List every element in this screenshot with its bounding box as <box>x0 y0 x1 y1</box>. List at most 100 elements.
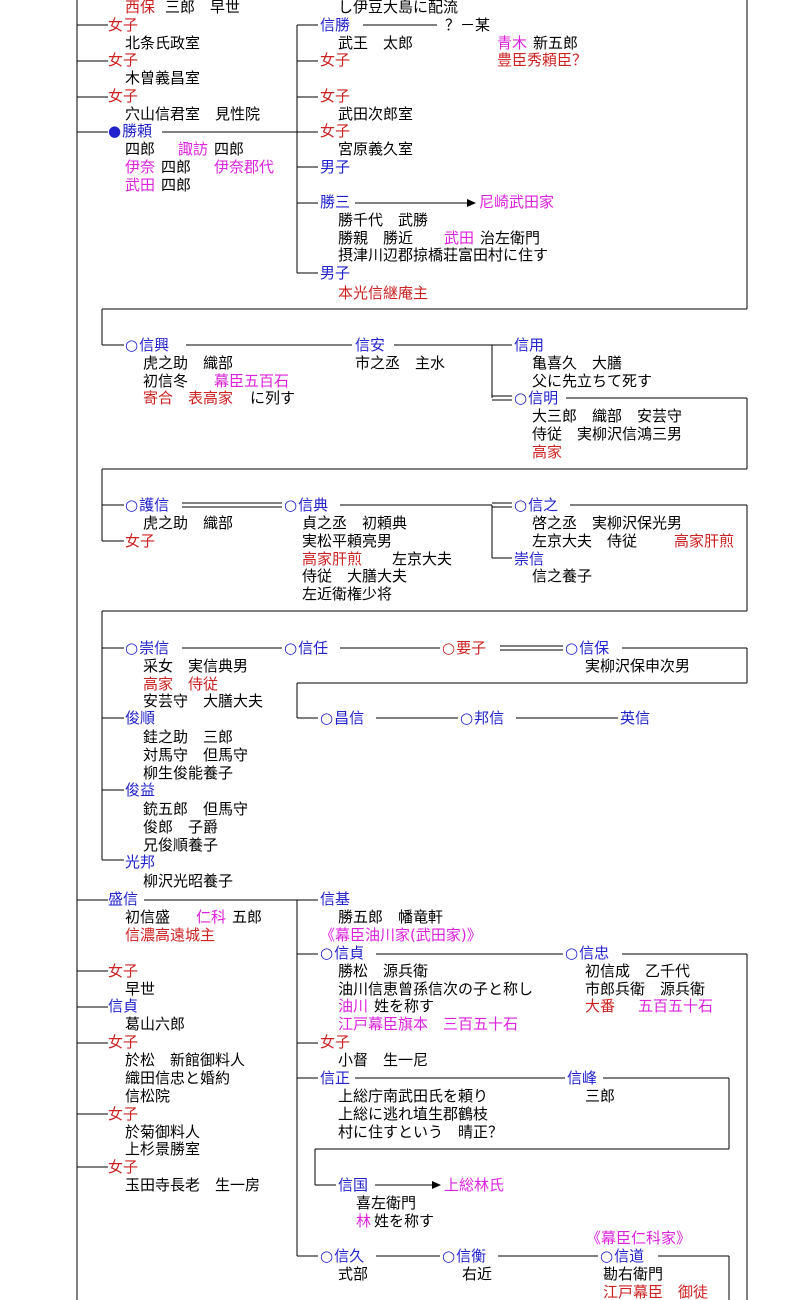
person-female: 女子 <box>125 532 156 550</box>
person-note: 宮原義久室 <box>338 140 414 158</box>
person-name: 信任 <box>284 640 328 657</box>
person-note: 実柳沢保申次男 <box>585 657 691 675</box>
person-note: 治左衛門 <box>480 229 541 247</box>
person-note: 貞之丞 初頼典 <box>302 514 408 532</box>
family-branch-label: 尼崎武田家 <box>479 193 555 211</box>
person-note: 父に先立ちて死す <box>532 372 653 390</box>
person-note: 勝親 勝近 <box>338 229 414 247</box>
person-note: 柳沢光昭養子 <box>143 872 234 890</box>
person-name: 信典 <box>284 497 328 514</box>
person-female: 女子 <box>108 1033 139 1051</box>
person-name: 男子 <box>320 264 351 282</box>
person-note: 武田 <box>444 229 475 247</box>
person-name: 勝三 <box>320 193 351 211</box>
person-note: 北条氏政室 <box>125 34 201 52</box>
person-note: 早世 <box>125 980 156 998</box>
family-branch-label: 《幕臣仁科家》 <box>586 1229 692 1247</box>
person-name: 崇信 <box>125 640 169 657</box>
person-female: 女子 <box>108 962 139 980</box>
person-note: 勝千代 武勝 <box>338 211 429 229</box>
person-name: 信保 <box>565 640 609 657</box>
person-note: 左京大夫 侍従 <box>532 532 638 550</box>
person-note: 上杉景勝室 <box>125 1140 201 1158</box>
person-name: 信峰 <box>567 1069 598 1087</box>
person-note: 喜左衛門 <box>356 1194 417 1212</box>
person-note: 信濃高遠城主 <box>125 926 216 944</box>
person-name: 崇信 <box>514 550 545 568</box>
person-name: 信正 <box>320 1069 351 1087</box>
person-note: 四郎 <box>161 158 192 176</box>
person-note: 五百五十石 <box>638 997 714 1015</box>
person-note: 於菊御料人 <box>125 1123 201 1141</box>
person-note: 武田次郎室 <box>338 105 414 123</box>
person-note: 織田信忠と婚約 <box>125 1069 231 1087</box>
person-female: 女子 <box>320 122 351 140</box>
person-note: 伊奈 <box>125 158 156 176</box>
person-note: 姓を称す <box>374 997 435 1015</box>
person-note: 信之養子 <box>532 567 593 585</box>
person-note: 信松院 <box>125 1087 171 1105</box>
person-note: 寄合 表高家 <box>143 389 234 407</box>
person-note: 高家 侍従 <box>143 675 219 693</box>
person-note: 本光信継庵主 <box>338 284 429 302</box>
person-name: 信基 <box>320 890 351 908</box>
person-note: 左京大夫 <box>392 550 453 568</box>
person-name: 信興 <box>125 337 169 354</box>
person-note: 初信盛 <box>125 908 171 926</box>
person-note: 武王 太郎 <box>338 34 414 52</box>
person-note: 三郎 <box>585 1087 616 1105</box>
person-name: 光邦 <box>125 853 156 871</box>
person-note: 仁科 <box>196 908 227 926</box>
person-note: 柳生俊能養子 <box>143 764 234 782</box>
person-note: 式部 <box>338 1265 369 1283</box>
person-note: 四郎 <box>125 140 156 158</box>
person-name: 信衡 <box>442 1248 486 1265</box>
person-note: 高家肝煎 <box>302 550 363 568</box>
person-female: 女子 <box>108 1158 139 1176</box>
person-note: 於松 新館御料人 <box>125 1051 246 1069</box>
person-note: 俊郎 子爵 <box>143 818 219 836</box>
person-name: 信道 <box>600 1248 644 1265</box>
person-note: ？－某 <box>445 16 491 34</box>
person-note: 油川信恵曾孫信次の子と称し <box>338 980 534 998</box>
person-female: 女子 <box>320 1033 351 1051</box>
person-note: 兄俊順養子 <box>143 836 219 854</box>
person-note: 勝松 源兵衛 <box>338 962 429 980</box>
person-female: 女子 <box>320 51 351 69</box>
person-female: 女子 <box>320 87 351 105</box>
person-note: 大三郎 織部 安芸守 <box>532 407 683 425</box>
person-name: 俊順 <box>125 709 156 727</box>
person-name: 盛信 <box>108 890 139 908</box>
person-note: 四郎 <box>214 140 245 158</box>
person-note: 初信冬 <box>143 372 189 390</box>
person-note: 銃五郎 但馬守 <box>143 800 249 818</box>
person-note: 亀喜久 大膳 <box>532 354 623 372</box>
person-name: 西保 <box>125 0 156 16</box>
person-note: 穴山信君室 見性院 <box>125 105 261 123</box>
person-female: 女子 <box>108 16 139 34</box>
person-female: 女子 <box>108 51 139 69</box>
person-name: 邦信 <box>460 710 504 727</box>
person-name: 英信 <box>620 709 651 727</box>
person-note: 銈之助 三郎 <box>143 728 234 746</box>
person-note: 勝五郎 幡竜軒 <box>338 908 444 926</box>
person-note: 玉田寺長老 生一房 <box>125 1176 261 1194</box>
person-note: 右近 <box>462 1265 493 1283</box>
person-name: 男子 <box>320 158 351 176</box>
person-note: 啓之丞 実柳沢保光男 <box>532 514 683 532</box>
person-note: 初信成 乙千代 <box>585 962 691 980</box>
person-name: 信国 <box>338 1176 369 1194</box>
person-note: に列す <box>250 389 296 407</box>
person-name: 信貞 <box>320 945 364 962</box>
person-note: 豊臣秀頼臣？ <box>497 51 588 69</box>
person-note: 小督 生一尼 <box>338 1051 429 1069</box>
person-note: 市之丞 主水 <box>355 354 446 372</box>
person-name: 信久 <box>320 1248 364 1265</box>
person-note: 葛山六郎 <box>125 1015 186 1033</box>
person-name: 護信 <box>125 497 169 514</box>
person-female: 要子 <box>442 640 486 657</box>
person-note: 実松平頼亮男 <box>302 532 393 550</box>
person-note: 村に住すという 晴正？ <box>338 1123 504 1141</box>
